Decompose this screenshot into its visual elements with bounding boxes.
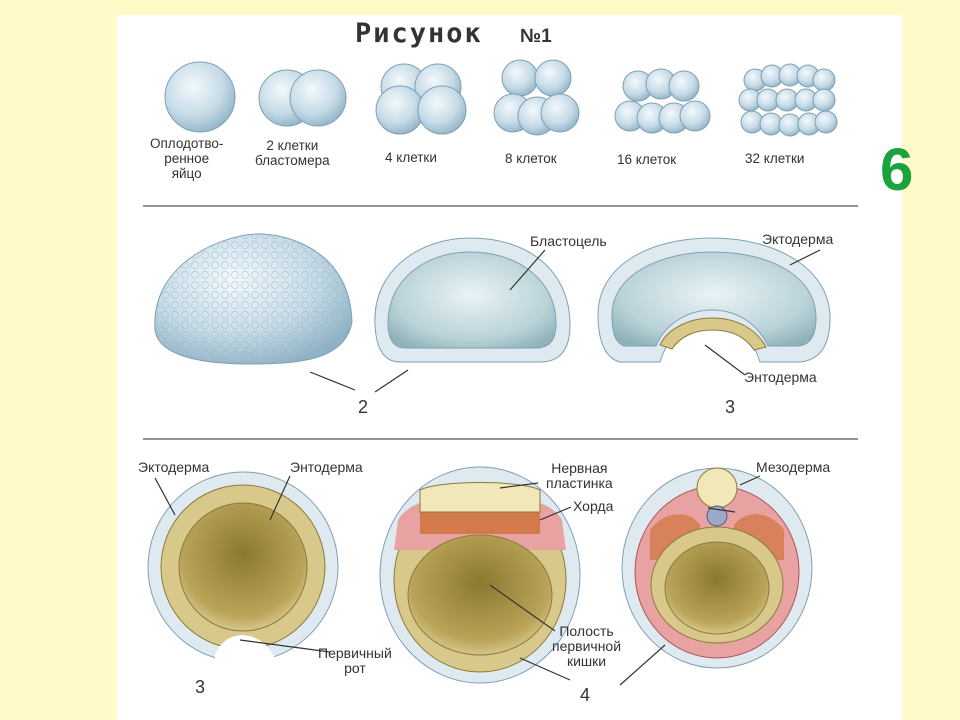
eight-cell-stage [493,59,580,136]
slide-number: 6 [880,136,914,203]
neural-tube [696,467,738,509]
neural-plate [419,482,541,513]
row3-leaders [154,475,761,686]
cleavage-row [164,59,838,137]
label-ectoderm-row2: Эктодерма [762,231,834,247]
gastrula-late [147,471,339,665]
caption-sixteen-cells: 16 клеток [617,152,677,167]
label-endoderm-row3: Энтодерма [290,459,363,475]
label-primary-mouth: Первичный рот [318,645,392,676]
stage-number-2: 2 [358,397,369,417]
label-endoderm-row2: Энтодерма [744,369,817,385]
two-cell-stage [258,69,347,127]
stage-number-4: 4 [580,685,591,705]
stage-number-3-row3: 3 [195,677,206,697]
caption-fertilized-egg: Оплодотво- ренное яйцо [150,136,224,181]
egg-cell [164,61,236,133]
label-neural-plate: Нервная пластинка [546,460,613,491]
thirtytwo-cell-stage [738,63,838,137]
label-mesoderm: Мезодерма [756,459,831,475]
endoderm-layer [659,317,767,351]
figure-title-number: №1 [520,26,552,47]
sixteen-cell-stage [614,68,711,134]
gastrula-early [597,237,831,363]
label-ectoderm-row3: Эктодерма [138,459,210,475]
late-neurula-section [621,467,813,669]
four-cell-stage [375,63,467,135]
blastula-row [154,233,831,393]
stage-number-3-row2: 3 [725,397,736,417]
figure-title: Рисунок [355,18,483,49]
label-blastocoel: Бластоцель [530,233,607,249]
chorda-band [420,512,540,534]
caption-four-cells: 4 клетки [385,150,437,165]
gastrula-row [147,466,813,686]
notochord [706,505,728,527]
label-chorda: Хорда [573,498,614,514]
blastula [374,237,571,363]
caption-eight-cells: 8 клеток [505,151,557,166]
caption-thirtytwo-cells: 32 клетки [745,151,805,166]
label-gut-cavity: Полость первичной кишки [552,623,622,669]
neurula-section [379,466,581,684]
row2-leaders [309,249,821,393]
caption-two-cells: 2 клетки бластомера [255,138,330,168]
